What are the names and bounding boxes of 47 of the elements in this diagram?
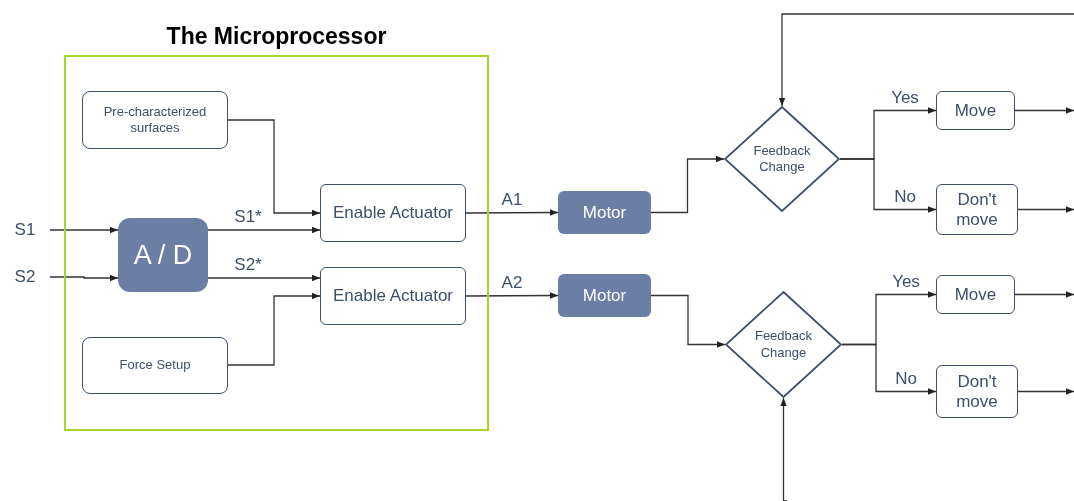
connector-arrow — [1014, 291, 1074, 298]
process-box — [320, 184, 466, 242]
node-text: Move — [953, 284, 998, 305]
decision-diamond — [724, 106, 840, 212]
node-text: S2 — [13, 266, 37, 289]
process-box — [82, 91, 228, 149]
process-box — [936, 184, 1018, 235]
connector-arrow — [1017, 388, 1074, 395]
node-text: Don't move — [955, 189, 999, 230]
connector-arrow — [778, 13, 1074, 107]
node-text: Force Setup — [118, 357, 192, 374]
connector-arrow — [1017, 206, 1074, 213]
connector-arrow — [1014, 107, 1074, 114]
connector-arrow — [465, 209, 559, 216]
motor-box — [558, 191, 651, 234]
node-text: Motor — [581, 201, 628, 224]
node-text: Don't move — [955, 371, 999, 412]
process-box — [936, 275, 1015, 314]
process-box — [82, 337, 228, 394]
connector-arrow — [49, 274, 119, 282]
motor-box — [558, 274, 651, 317]
connector-arrow — [650, 294, 726, 348]
connector-arrow — [841, 343, 937, 395]
node-text: Pre-characterized surfaces — [102, 103, 208, 137]
connector-arrow — [49, 226, 119, 234]
connector-arrow — [207, 226, 321, 234]
connector-arrow — [207, 274, 321, 282]
node-text: Enable Actuator — [332, 203, 454, 223]
node-text: Move — [953, 100, 998, 121]
frame-heading: The Microprocessor — [165, 22, 388, 51]
connector-arrow — [650, 155, 725, 214]
process-box — [936, 91, 1015, 130]
node-text: Feedback Change — [753, 328, 814, 361]
connector-arrow — [839, 158, 937, 213]
node-text: S1 — [13, 219, 37, 242]
node-text: Enable Actuator — [332, 286, 454, 306]
connector-arrow — [780, 397, 788, 501]
node-text: Feedback Change — [752, 142, 812, 176]
connector-arrow — [227, 292, 321, 366]
process-box — [320, 267, 466, 325]
connector-arrow — [227, 119, 321, 217]
process-box — [936, 365, 1018, 418]
converter-box — [118, 218, 208, 292]
node-text: Motor — [581, 284, 628, 307]
decision-diamond — [725, 291, 842, 398]
node-text: A / D — [132, 238, 194, 272]
connector-arrow — [465, 292, 559, 299]
